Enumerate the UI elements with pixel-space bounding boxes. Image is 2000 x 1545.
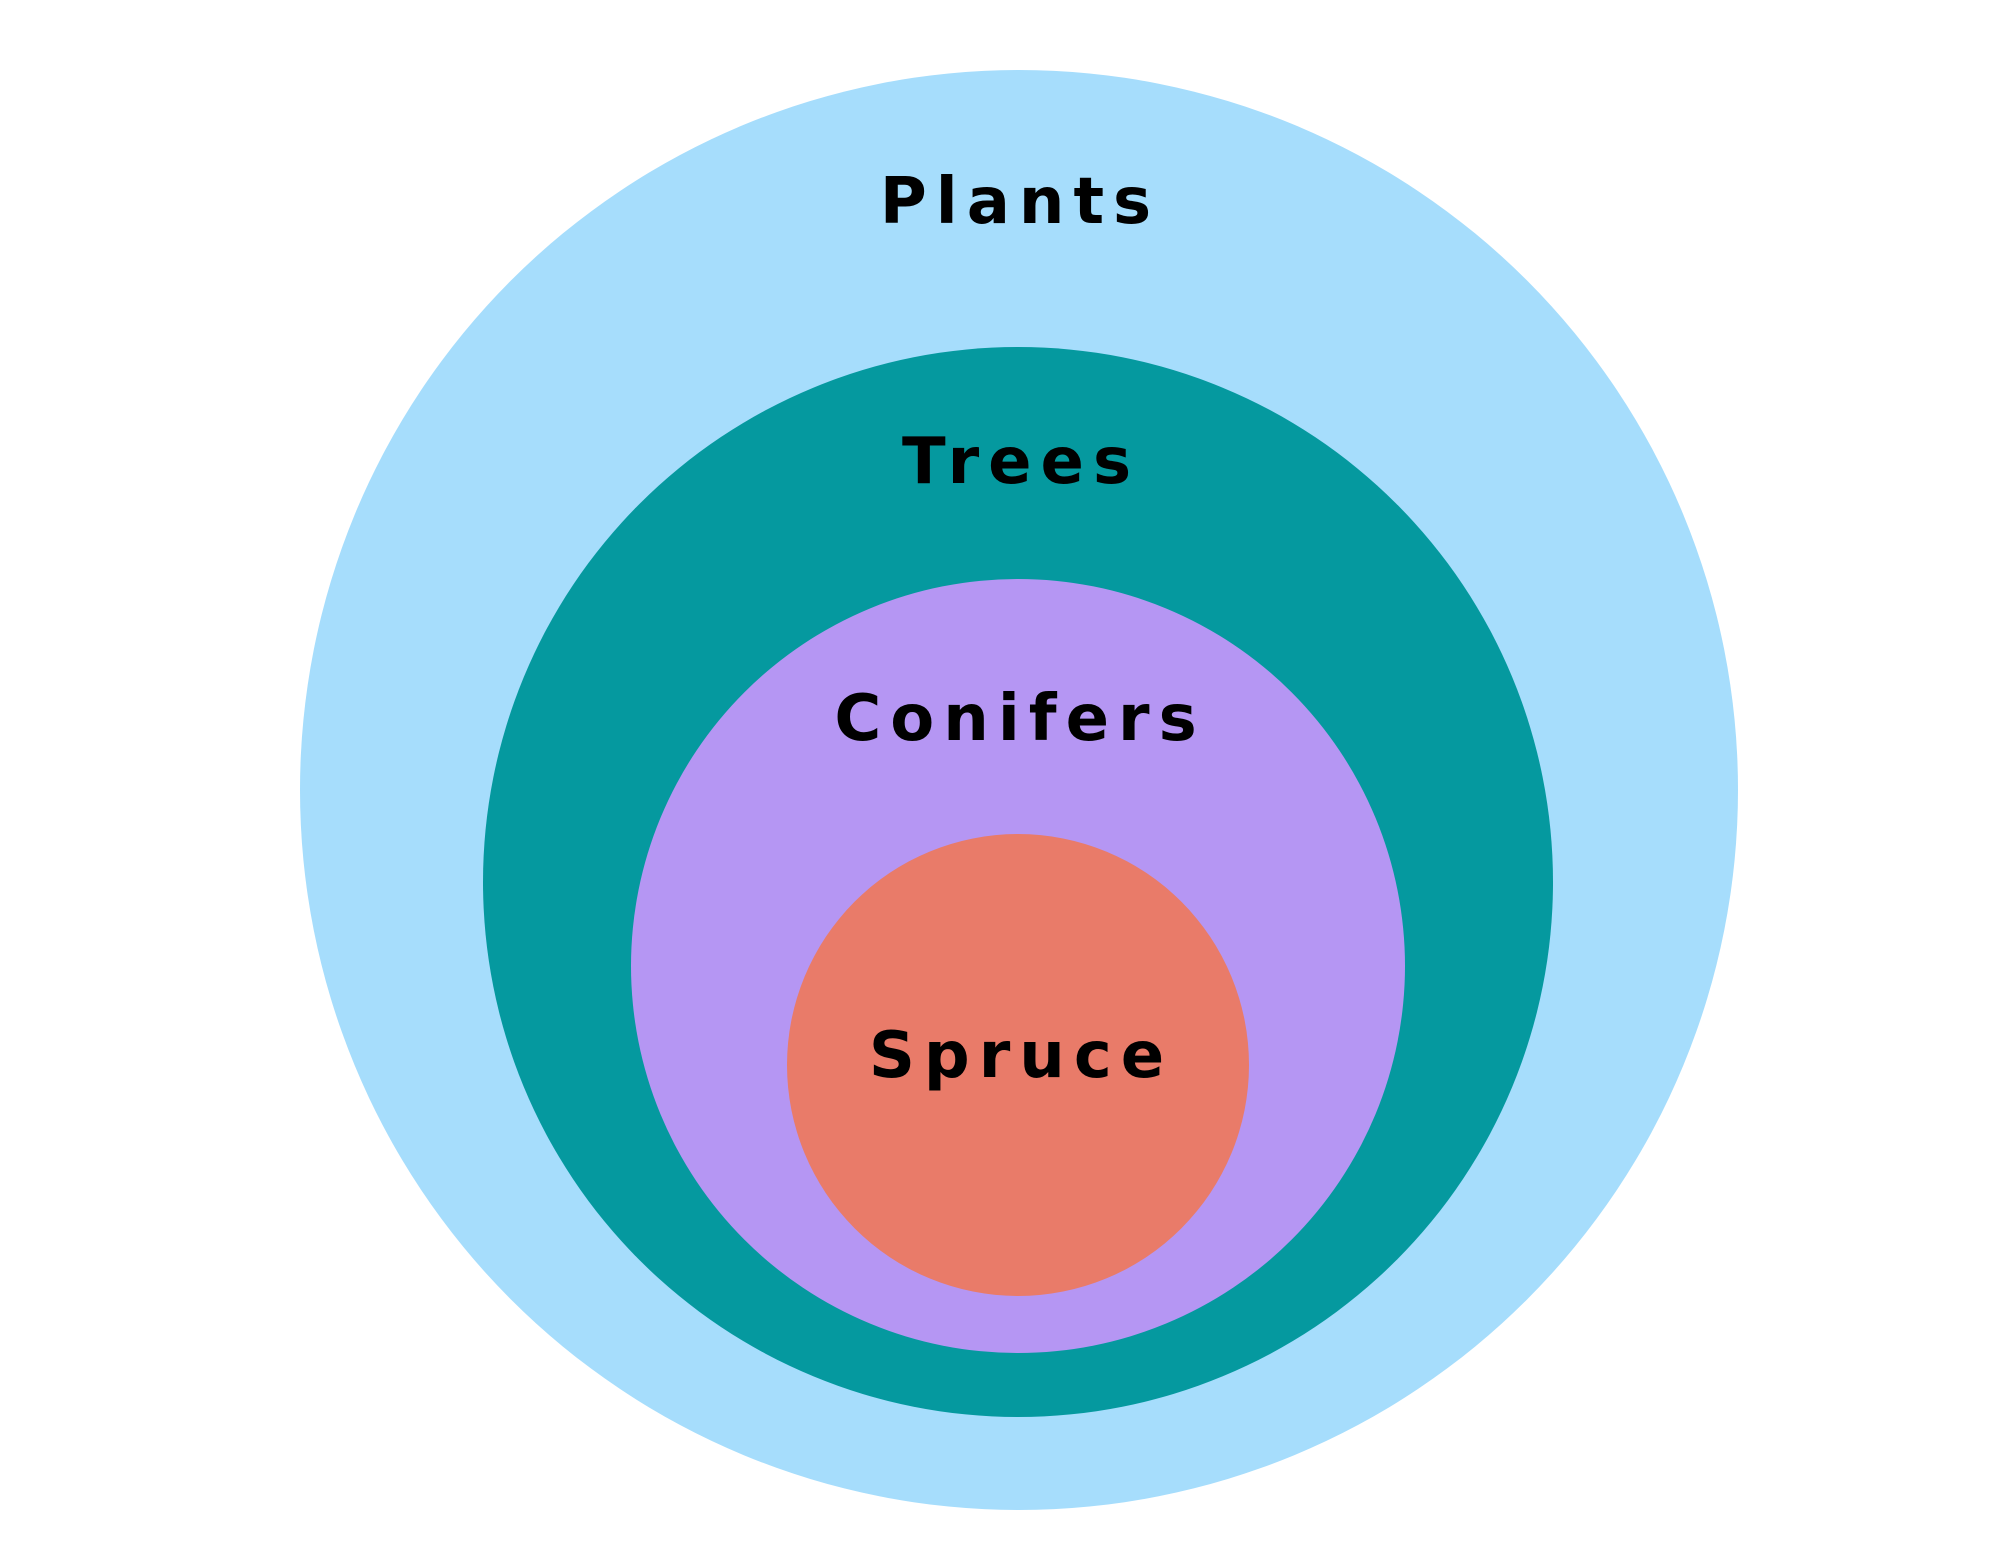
- set-circle-spruce: [787, 834, 1249, 1296]
- set-label-trees: Trees: [902, 425, 1140, 499]
- set-label-spruce: Spruce: [869, 1019, 1173, 1093]
- set-spruce: [787, 834, 1249, 1296]
- set-label-plants: Plants: [880, 165, 1160, 239]
- set-label-conifers: Conifers: [834, 682, 1205, 756]
